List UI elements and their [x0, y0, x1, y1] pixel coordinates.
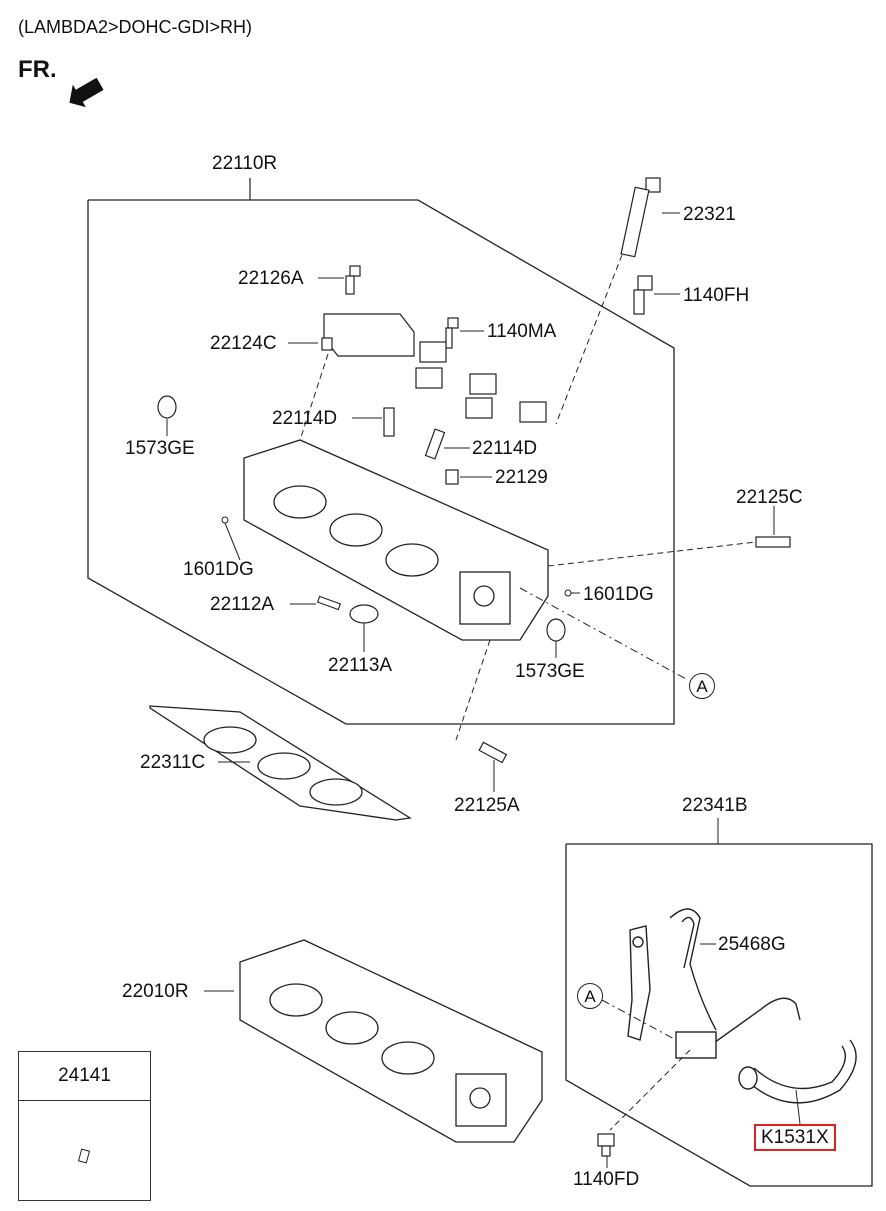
callout-a-bottom: A	[577, 983, 603, 1009]
label-1573GE-left: 1573GE	[125, 438, 195, 459]
cam-caps-drawing	[321, 313, 547, 423]
label-22311C: 22311C	[140, 752, 206, 773]
label-K1531X-highlighted[interactable]: K1531X	[754, 1124, 836, 1151]
label-1601DG-right: 1601DG	[583, 584, 654, 605]
label-22129: 22129	[495, 467, 548, 488]
label-22113A: 22113A	[328, 655, 393, 676]
variant-header: (LAMBDA2>DOHC-GDI>RH)	[18, 17, 253, 37]
label-1573GE-right: 1573GE	[515, 661, 585, 682]
head-sub-assy-drawing	[239, 939, 543, 1143]
label-1140MA: 1140MA	[487, 321, 557, 342]
label-22341B: 22341B	[682, 795, 748, 816]
label-22125C: 22125C	[736, 487, 803, 508]
label-22114D-left: 22114D	[272, 408, 338, 429]
legend-part-glyph	[77, 1148, 91, 1164]
label-22321: 22321	[683, 204, 736, 225]
head-bolt-drawing	[620, 177, 661, 258]
label-22010R: 22010R	[122, 981, 189, 1002]
label-22125A: 22125A	[454, 795, 520, 816]
bolt-1140fh-drawing	[633, 275, 653, 315]
legend-part-number: 24141	[19, 1052, 150, 1101]
front-indicator-label: FR.	[18, 56, 57, 83]
front-arrow-icon	[69, 77, 104, 108]
label-22126A: 22126A	[238, 268, 304, 289]
label-25468G: 25468G	[718, 934, 786, 955]
cylinder-head-assy-frame	[87, 199, 675, 725]
label-22114D-right: 22114D	[472, 438, 538, 459]
head-gasket-drawing	[149, 705, 412, 821]
label-1140FH: 1140FH	[683, 285, 750, 306]
pcv-hose-drawing	[627, 908, 857, 1104]
cylinder-head-drawing	[243, 439, 549, 641]
label-22112A: 22112A	[210, 594, 275, 615]
callout-a-top: A	[689, 673, 715, 699]
label-22124C: 22124C	[210, 333, 277, 354]
label-22110R: 22110R	[212, 153, 278, 174]
label-1601DG-left: 1601DG	[183, 559, 254, 580]
legend-box: 24141	[18, 1051, 151, 1201]
label-1140FD: 1140FD	[573, 1169, 640, 1190]
plug-left-drawing	[157, 395, 177, 419]
